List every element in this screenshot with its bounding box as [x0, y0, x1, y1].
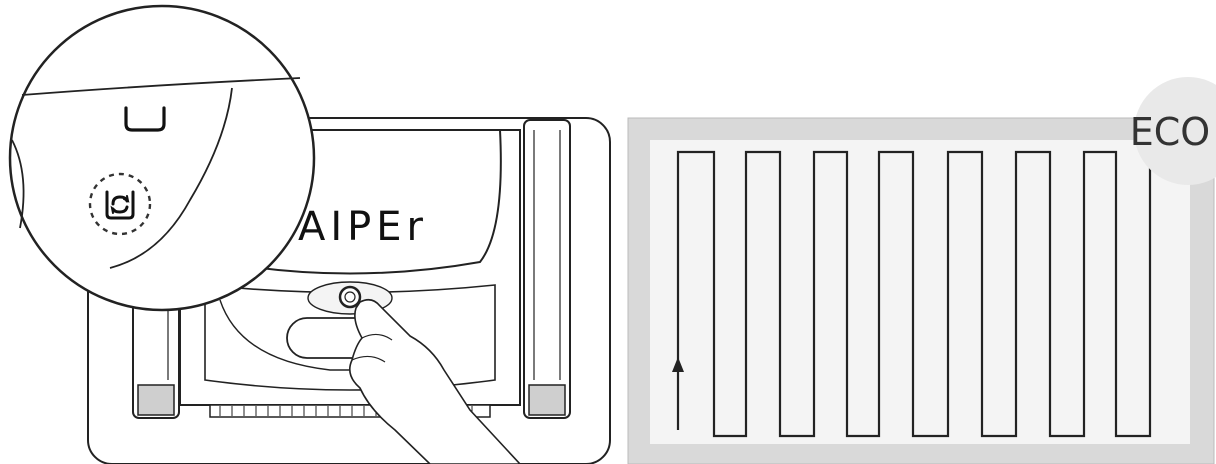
cycle-mode-icon: [105, 190, 135, 220]
robot-svg: AIPEr: [8, 4, 611, 464]
eco-badge: ECO: [1130, 77, 1216, 185]
zigzag-path: [676, 150, 1152, 438]
robot-illustration: AIPEr: [8, 4, 611, 464]
zoom-inset: [8, 4, 316, 312]
eco-label: ECO: [1130, 110, 1210, 154]
pool-floor: [650, 140, 1190, 444]
path-svg: ECO: [627, 77, 1216, 464]
direction-arrow-icon: [672, 357, 684, 372]
brand-logo: AIPEr: [298, 204, 428, 250]
basket-icon: [124, 106, 166, 132]
cleaning-path-diagram: ECO: [620, 0, 1216, 464]
highlight-ring: [88, 172, 152, 236]
right-track: [523, 119, 571, 419]
